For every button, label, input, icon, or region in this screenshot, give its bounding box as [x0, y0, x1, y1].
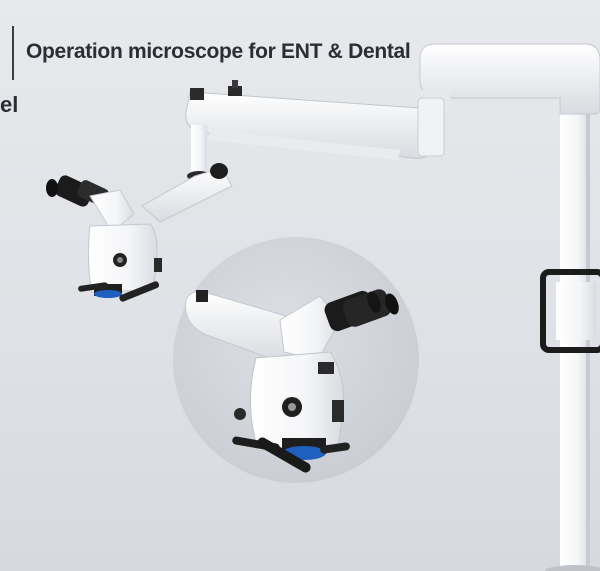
page-title: Operation microscope for ENT & Dental: [26, 40, 411, 63]
horizontal-arm: [185, 80, 445, 160]
clipped-heading-fragment: el: [0, 92, 19, 117]
stand-base: [545, 565, 600, 571]
title-divider: [12, 26, 14, 80]
pole-head: [419, 43, 600, 115]
pole-handle-icon: [540, 269, 600, 353]
microscope-zoomed: [184, 289, 399, 473]
microscope-small: [46, 163, 233, 302]
